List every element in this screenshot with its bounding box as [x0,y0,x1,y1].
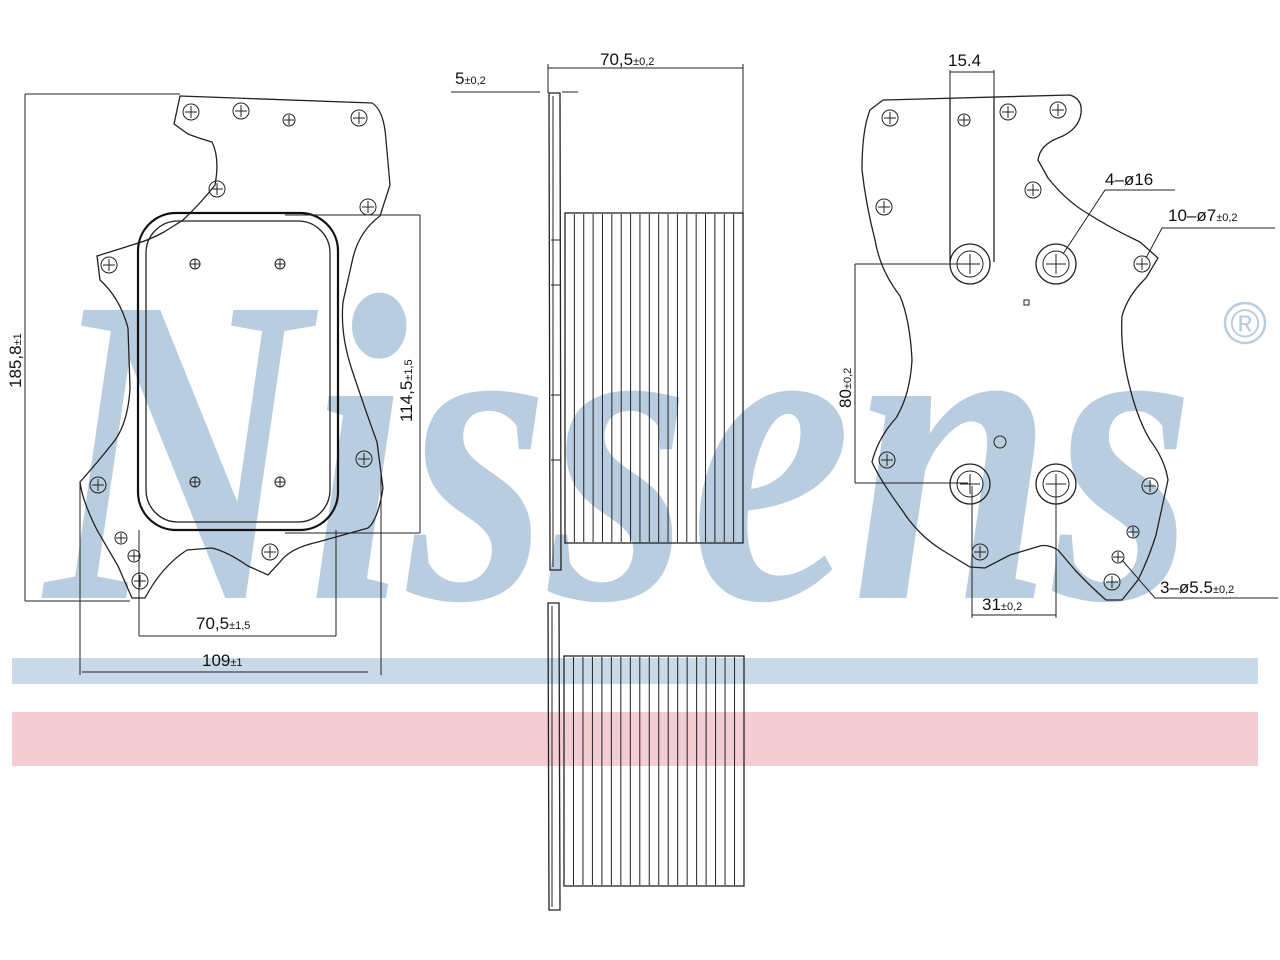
bolt-hole [1024,181,1042,199]
leader-holes: 10–ø7±0,2 [1145,206,1275,259]
rear-plate-outline [861,94,1169,601]
bolt-hole [999,103,1017,121]
bolt-hole [971,543,989,561]
bolt-hole [182,103,200,121]
dim-gasket-width: 70,5±1,5 [138,530,337,637]
dim-side-depth-label: 70,5±0,2 [600,50,654,69]
center-mark [274,258,286,270]
dim-slot-width-label: 15.4 [948,51,981,70]
front-view: 185,8±1 114,5±1,5 70,5±1,5 109±1 [6,93,421,675]
dim-plate-thickness: 5±0,2 [451,69,578,93]
dim-gasket-height: 114,5±1,5 [285,214,421,534]
rear-slot [949,98,995,262]
front-gasket-outer [136,211,340,532]
cooling-fins [573,214,735,542]
dim-front-height: 185,8±1 [6,93,180,602]
bolt-hole [261,543,279,561]
bolt-hole [1111,550,1125,564]
bolt-hole [1141,477,1159,495]
dim-slot-width [949,70,995,98]
leader-small-holes-label: 3–ø5.5±0,2 [1160,578,1234,597]
bolt-hole [1126,525,1140,539]
dim-port-spacing-h: 31±0,2 [971,486,1057,618]
center-mark [189,258,201,270]
port [949,463,991,505]
bolt-hole [350,109,368,127]
dim-gasket-height-label: 114,5±1,5 [397,359,416,422]
bolt-hole [100,256,118,274]
center-mark [274,476,286,488]
bolt-hole [1133,255,1151,273]
dim-gasket-width-label: 70,5±1,5 [196,614,250,633]
side-flange [548,92,562,571]
bolt-hole [957,113,971,127]
port [1035,243,1077,285]
leader-small-holes: 3–ø5.5±0,2 [1121,559,1278,599]
bolt-hole [359,198,377,216]
registered-mark: ® [1230,302,1259,346]
locator-mark [1023,299,1030,306]
leader-holes-label: 10–ø7±0,2 [1168,206,1238,225]
leader-ports: 4–ø16 [1062,170,1175,255]
watermark-stripe-blue [12,658,1258,684]
side-core-lower [563,655,745,887]
registered-mark-circle [1223,301,1267,345]
dim-port-spacing-v-label: 80±0,2 [836,368,855,408]
dim-front-height-label: 185,8±1 [6,333,25,388]
bolt-hole [1103,573,1121,591]
dim-port-spacing-h-label: 31±0,2 [982,595,1022,614]
dim-front-width-label: 109±1 [202,651,243,670]
dim-side-depth: 70,5±0,2 [547,50,744,213]
bolt-hole [355,450,373,468]
bolt-hole [89,476,107,494]
cooling-fins-lower [572,657,736,885]
watermark-stripe-red [12,712,1258,766]
center-mark [189,476,201,488]
bolt-hole [208,180,226,198]
locator-mark [993,435,1007,449]
bolt-hole [232,102,250,120]
front-gasket-inner [145,220,331,523]
bolt-hole [881,109,899,127]
dim-plate-thickness-label: 5±0,2 [455,69,486,88]
watermark-brand: Nissens [39,207,1195,694]
bolt-hole [878,451,896,469]
rear-bolt-holes [875,101,1159,591]
watermark: Nissens ® [12,207,1267,766]
front-plate-outline [79,95,391,599]
bolt-hole [282,113,296,127]
dim-front-width: 109±1 [79,470,382,675]
front-bolt-holes [89,102,377,590]
bolt-hole [127,549,141,563]
bolt-hole [875,198,893,216]
leader-ports-label: 4–ø16 [1105,170,1153,189]
bolt-hole [114,531,128,545]
bolt-hole [131,572,149,590]
bolt-hole [1049,101,1067,119]
side-core [564,212,744,544]
side-view-top: 5±0,2 70,5±0,2 [451,50,744,571]
side-view-bottom [547,602,745,911]
side-flange-lower [547,602,561,911]
rear-view: 15.4 80±0,2 [836,51,1278,618]
dim-port-spacing-v: 80±0,2 [836,263,968,484]
